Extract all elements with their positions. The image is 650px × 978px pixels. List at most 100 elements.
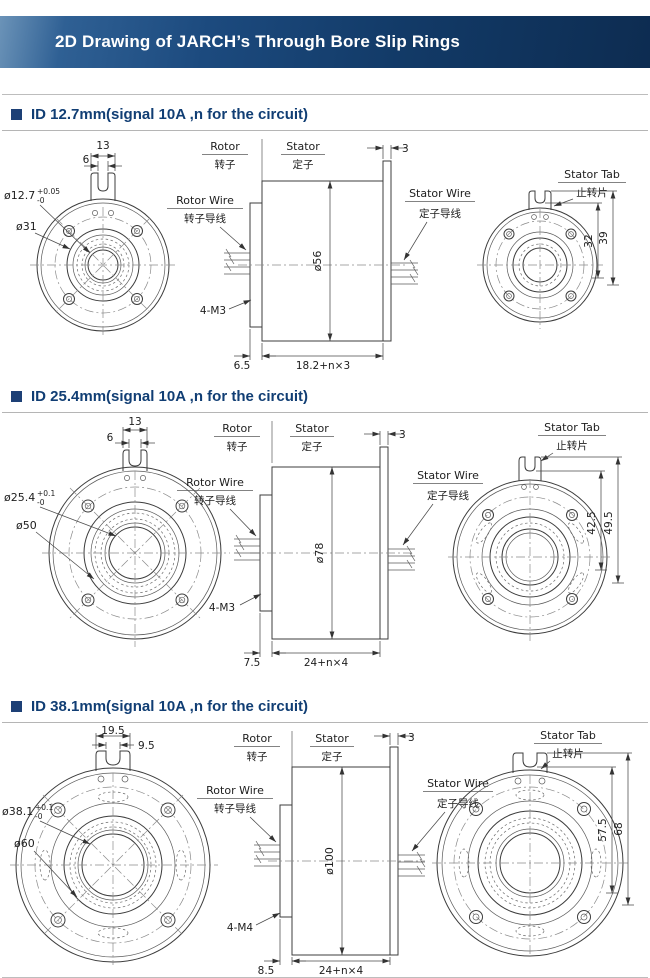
stator-tab (512, 752, 548, 773)
dim-plate-thickness: 3 (402, 143, 409, 155)
front-view: 19.5 9.5 ø38.1 +0.1 -0 ø60 (2, 725, 218, 965)
stator-wire-label-en: Stator Wire (427, 777, 489, 790)
stator-wires (388, 545, 416, 571)
bolt-holes (63, 225, 143, 305)
rotor-tab (122, 449, 148, 471)
stator-label-cn: 定子 (302, 440, 323, 453)
side-view: Rotor 转子 Stator 定子 3 ø78 Rotor Wire 转子导线 (177, 421, 483, 669)
dim-body-length: 18.2+n×3 (296, 360, 350, 372)
dim-flange-length: 6.5 (234, 360, 251, 372)
dim-flange-dia: ø50 (16, 519, 37, 532)
stator-tab-plate (389, 746, 399, 956)
stator-wire-label: Stator Wire 定子导线 (402, 469, 483, 546)
dim-screws: 4-M4 (227, 922, 254, 934)
rotor-tab (95, 750, 131, 771)
stator-tab-label-en: Stator Tab (564, 168, 620, 181)
rotor-label-cn: 转子 (247, 750, 268, 763)
section-title: ID 12.7mm(signal 10A ,n for the circuit) (31, 106, 309, 123)
dim-bore-tol-bottom: -0 (35, 812, 43, 821)
dim-tab-outer: 68 (613, 822, 625, 835)
section-title: ID 25.4mm(signal 10A ,n for the circuit) (31, 388, 309, 405)
rotor-label-en: Rotor (210, 140, 240, 153)
stator-wire-label-cn: 定子导线 (419, 207, 461, 220)
rotor-wire-label: Rotor Wire 转子导线 (177, 476, 257, 537)
stator-label: Stator 定子 (281, 140, 325, 171)
dim-body-dia: ø100 (323, 847, 336, 875)
rotor-label: Rotor 转子 (202, 140, 248, 171)
front-view: 13 6 ø25.4 +0.1 -0 ø50 (4, 416, 230, 647)
rear-view: Stator Tab 止转片 49.5 42.5 (448, 421, 624, 641)
stator-label-en: Stator (295, 422, 329, 435)
dim-flange-dia: ø31 (16, 220, 37, 233)
stator-label: Stator 定子 (310, 732, 354, 763)
dim-notch-width: 6 (107, 432, 114, 444)
rotor-label: Rotor 转子 (214, 422, 260, 453)
stator-label: Stator 定子 (290, 422, 334, 453)
stator-tab-label-en: Stator Tab (540, 729, 596, 742)
section-heading-2: ID 25.4mm(signal 10A ,n for the circuit) (2, 377, 648, 413)
dim-tab-outer: 49.5 (603, 511, 615, 534)
dim-bore: ø38.1 (2, 805, 33, 818)
dim-bore-tol-bottom: -0 (37, 196, 45, 205)
dim-body-length: 24+n×4 (304, 657, 349, 669)
bolt-holes (81, 499, 189, 607)
rotor-wire-label-cn: 转子导线 (214, 802, 256, 815)
section-bullet-icon (11, 391, 22, 402)
dim-bore-tol-bottom: -0 (37, 498, 45, 507)
dim-notch-width: 9.5 (138, 740, 155, 752)
stator-tab-label: Stator Tab 止转片 (538, 421, 606, 462)
stator-wire-label-en: Stator Wire (417, 469, 479, 482)
section-title: ID 38.1mm(signal 10A ,n for the circuit) (31, 698, 309, 715)
dim-plate-thickness: 3 (399, 429, 406, 441)
stator-label-en: Stator (286, 140, 320, 153)
rotor-wire-label-cn: 转子导线 (194, 494, 236, 507)
drawing-id-12-7mm: 13 6 ø12.7 +0.05 -0 ø31 Rotor 转子 Stator … (4, 139, 626, 372)
front-view: 13 6 ø12.7 +0.05 -0 ø31 (4, 140, 176, 337)
stator-tab (528, 190, 552, 210)
rotor-tab (90, 172, 116, 201)
rotor-wires (224, 248, 250, 275)
dim-bore-tol-top: +0.1 (35, 803, 53, 812)
rotor-wire-label-cn: 转子导线 (184, 212, 226, 225)
dim-tab-inner: 32 (583, 234, 595, 247)
rotor-label-cn: 转子 (227, 440, 248, 453)
section-heading-3: ID 38.1mm(signal 10A ,n for the circuit) (2, 687, 648, 723)
dim-tab-inner: 42.5 (586, 511, 598, 534)
rotor-label-en: Rotor (222, 422, 252, 435)
dim-bore: ø25.4 (4, 491, 35, 504)
dim-screws: 4-M3 (200, 305, 226, 317)
dim-body-length: 24+n×4 (319, 965, 364, 977)
stator-wires (398, 851, 426, 877)
rotor-wire-label-en: Rotor Wire (206, 784, 264, 797)
dim-tab-width: 19.5 (101, 725, 124, 737)
rear-bolt-holes (469, 802, 591, 924)
stator-tab (518, 456, 542, 481)
dim-notch-width: 6 (83, 154, 90, 166)
rotor-wire-label: Rotor Wire 转子导线 (197, 784, 277, 843)
stator-wire-label: Stator Wire 定子导线 (403, 187, 475, 261)
rotor-label-en: Rotor (242, 732, 272, 745)
stator-tab-label: Stator Tab 止转片 (553, 168, 626, 207)
dim-screws: 4-M3 (209, 602, 235, 614)
drawing-id-38-1mm: 19.5 9.5 ø38.1 +0.1 -0 ø60 Rotor 转子 Stat… (2, 725, 634, 977)
rotor-label: Rotor 转子 (234, 732, 280, 763)
stator-label-cn: 定子 (293, 158, 314, 171)
stator-tab-label-cn: 止转片 (576, 186, 608, 199)
stator-tab-plate (379, 446, 389, 640)
dim-tab-width: 13 (128, 416, 141, 428)
bolt-holes (50, 802, 176, 928)
stator-wires (391, 259, 419, 285)
stator-tab-label-cn: 止转片 (556, 439, 588, 452)
dim-bore-tol-top: +0.1 (37, 489, 55, 498)
rotor-wire-label-en: Rotor Wire (176, 194, 234, 207)
rotor-wire-label: Rotor Wire 转子导线 (167, 194, 247, 251)
dim-bore: ø12.7 (4, 189, 35, 202)
dim-flange-length: 8.5 (258, 965, 275, 977)
dim-tab-inner: 57.5 (597, 818, 609, 841)
dim-flange-dia: ø60 (14, 837, 35, 850)
dim-flange-length: 7.5 (244, 657, 261, 669)
dim-tab-width: 13 (96, 140, 109, 152)
section-bullet-icon (11, 109, 22, 120)
dim-body-dia: ø56 (311, 251, 324, 272)
rear-bolt-holes (482, 509, 578, 605)
